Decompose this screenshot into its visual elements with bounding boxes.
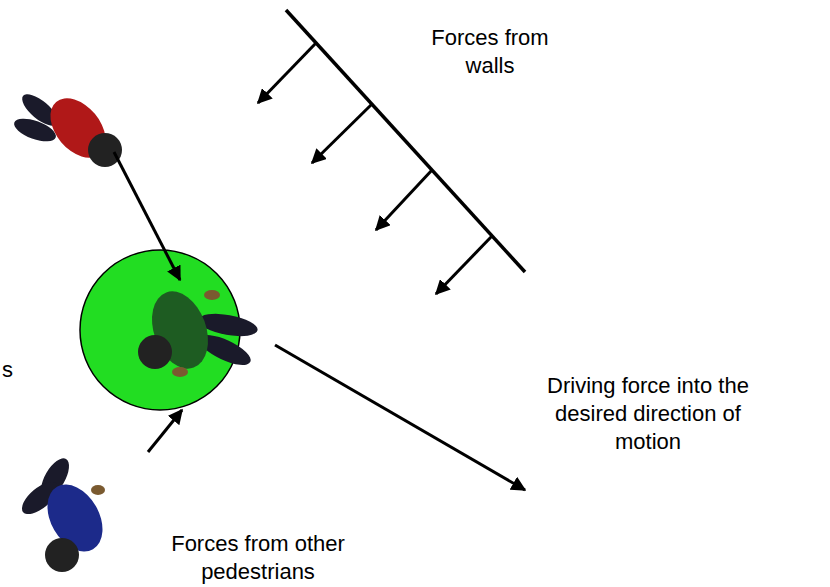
pedestrian-red — [11, 88, 122, 168]
force-label: s — [2, 356, 22, 384]
force-label: Driving force into the desired direction… — [523, 372, 773, 456]
pedestrian-blue — [17, 454, 114, 572]
pedestrian-force-arrow — [148, 410, 182, 452]
pedestrian-green — [138, 284, 259, 377]
driving-force-arrow — [275, 345, 525, 490]
wall-force-arrows — [258, 43, 492, 294]
force-label: Forces from walls — [415, 24, 565, 80]
pedestrian-force-arrow — [114, 152, 180, 280]
force-label: Forces from other pedestrians — [158, 530, 358, 586]
